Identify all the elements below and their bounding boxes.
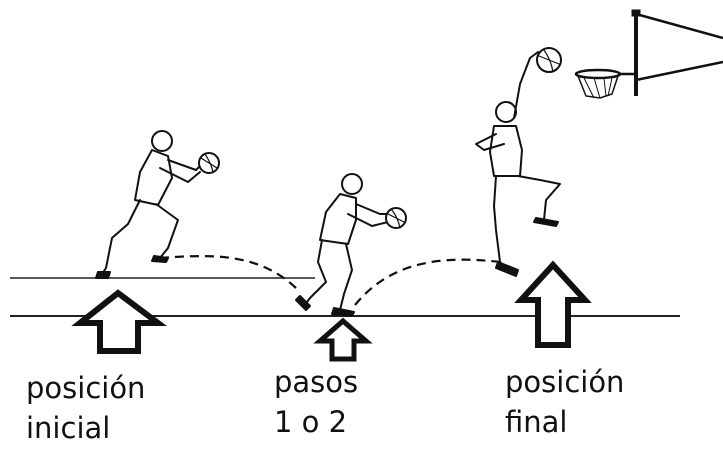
player-3-head bbox=[495, 101, 517, 123]
trajectory-path bbox=[159, 254, 501, 306]
label-steps: pasos 1 o 2 bbox=[274, 362, 358, 442]
label-end-line2: final bbox=[505, 405, 568, 439]
player-2-back-foot bbox=[295, 295, 311, 311]
arrow-end bbox=[514, 260, 592, 348]
player-3-raised-foot bbox=[533, 217, 559, 227]
player-1-head bbox=[151, 130, 173, 152]
player-1-ball-seams bbox=[200, 153, 218, 173]
arrow-steps bbox=[313, 317, 373, 362]
player-3-guide-arm bbox=[475, 133, 505, 151]
up-arrow-icon bbox=[71, 289, 167, 354]
up-arrow-icon bbox=[514, 260, 592, 348]
player-1-back-foot bbox=[95, 271, 111, 279]
player-1-front-foot bbox=[151, 255, 169, 263]
player-3-raised-leg bbox=[517, 175, 561, 221]
label-start-position: posición inicial bbox=[26, 368, 145, 448]
player-3-shooting-arm bbox=[513, 51, 539, 119]
player-1-back-leg bbox=[101, 199, 141, 275]
basketball-hoop bbox=[574, 9, 723, 99]
player-2-head bbox=[341, 173, 363, 195]
label-start-line1: posición bbox=[26, 371, 146, 405]
player-2-ball-seams bbox=[387, 209, 405, 229]
player-2-front-leg bbox=[339, 243, 353, 311]
player-2-back-leg bbox=[303, 239, 327, 307]
trajectory-segment-2 bbox=[354, 258, 501, 306]
player-1-torso bbox=[134, 149, 173, 206]
label-final-position: posición final bbox=[505, 362, 624, 442]
player-steps bbox=[295, 173, 407, 317]
trajectory-segment-1 bbox=[159, 254, 301, 293]
label-steps-line2: 1 o 2 bbox=[274, 405, 348, 439]
label-end-line1: posición bbox=[505, 365, 625, 399]
player-2-front-foot bbox=[331, 307, 355, 317]
hoop-support-bottom bbox=[635, 60, 723, 82]
hoop-rim bbox=[574, 68, 622, 80]
player-3-ball-seams bbox=[538, 49, 560, 73]
label-start-line2: inicial bbox=[26, 411, 111, 445]
player-start-position bbox=[95, 130, 220, 279]
player-3-jump-leg bbox=[493, 175, 511, 273]
player-3-foot bbox=[495, 261, 519, 277]
label-steps-line1: pasos bbox=[274, 365, 359, 399]
player-final-position bbox=[475, 47, 562, 277]
player-1-front-leg bbox=[155, 203, 179, 259]
hoop-support-top bbox=[635, 12, 723, 40]
arrow-start bbox=[71, 289, 167, 354]
player-2-torso bbox=[319, 193, 357, 245]
hoop-net-mesh bbox=[583, 77, 613, 99]
up-arrow-icon bbox=[313, 317, 373, 362]
post-cap bbox=[631, 9, 641, 17]
